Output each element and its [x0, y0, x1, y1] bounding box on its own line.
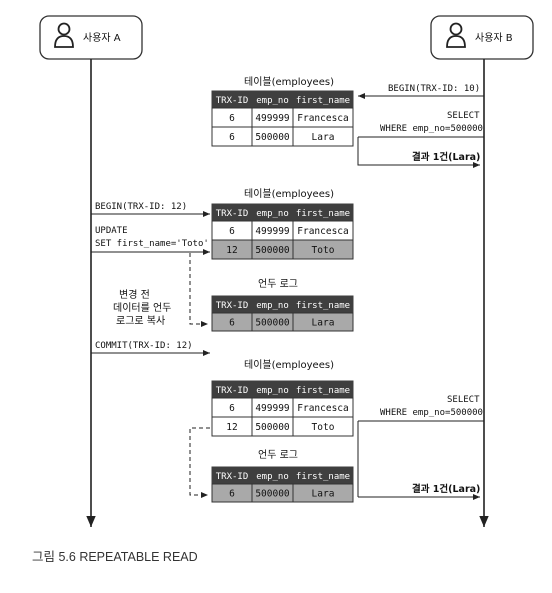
cell-value: Lara [312, 489, 335, 500]
table-cell [292, 239, 354, 260]
cell-value: 500000 [255, 489, 290, 500]
column-header: TRX-ID [216, 96, 249, 106]
column-header: emp_no [256, 472, 289, 482]
cell-value: 500000 [255, 245, 290, 256]
table-cell [292, 312, 354, 332]
table-employees-2: TRX-ID emp_no first_name 6 499999 Francesca 12… [211, 203, 354, 260]
undo-note-line3: 로그로 복사 [116, 315, 165, 327]
table-title: 테이블(employees) [244, 188, 334, 200]
update-message-line1: UPDATE [95, 226, 128, 236]
column-header: TRX-ID [216, 301, 249, 311]
table-employees-1: TRX-ID emp_no first_name 6 499999 Francesca 6 5… [211, 90, 354, 147]
cell-value: 6 [229, 113, 235, 124]
column-header: TRX-ID [216, 209, 249, 219]
table-cell [292, 126, 354, 147]
cell-value: 6 [229, 489, 235, 500]
column-header: emp_no [256, 386, 289, 396]
cell-value: 6 [229, 403, 235, 414]
cell-value: Francesca [297, 113, 348, 124]
cell-value: 12 [226, 245, 237, 256]
undo-log-table-2: TRX-ID emp_no first_name 6 500000 Lara [211, 466, 354, 503]
undo-copy-arrow [189, 251, 210, 327]
result-label: 결과 1건(Lara) [412, 151, 480, 163]
cell-value: 6 [229, 318, 235, 329]
cell-value: Toto [312, 422, 335, 433]
actor-a: 사용자 A [39, 15, 143, 60]
column-header: emp_no [256, 209, 289, 219]
select-message-line2: WHERE emp_no=500000 [380, 124, 483, 134]
column-header: first_name [296, 386, 350, 396]
table-cell [292, 416, 354, 437]
select-message-line1: SELECT [447, 395, 480, 405]
cell-value: 6 [229, 226, 235, 237]
column-header: first_name [296, 209, 350, 219]
column-header: TRX-ID [216, 386, 249, 396]
cell-value: Francesca [297, 403, 348, 414]
cell-value: 500000 [255, 318, 290, 329]
user-icon [446, 22, 466, 48]
cell-value: 499999 [255, 403, 290, 414]
column-header: TRX-ID [216, 472, 249, 482]
column-header: emp_no [256, 96, 289, 106]
undo-note-line1: 변경 전 [119, 288, 150, 301]
undo-log-title: 언두 로그 [258, 278, 298, 290]
begin-message-a: BEGIN(TRX-ID: 12) [95, 202, 187, 212]
commit-message-a: COMMIT(TRX-ID: 12) [95, 341, 193, 351]
actor-b-label: 사용자 B [475, 32, 513, 44]
column-header: emp_no [256, 301, 289, 311]
column-header: first_name [296, 472, 350, 482]
table-title: 테이블(employees) [244, 359, 334, 371]
cell-value: 499999 [255, 226, 290, 237]
select-message-line2: WHERE emp_no=500000 [380, 408, 483, 418]
cell-value: Lara [312, 132, 335, 143]
update-message-line2: SET first_name='Toto' [95, 239, 209, 249]
undo-pointer-arrow [189, 427, 210, 498]
cell-value: 500000 [255, 132, 290, 143]
actor-b: 사용자 B [430, 15, 534, 60]
table-employees-3: TRX-ID emp_no first_name 6 499999 Francesca 12… [211, 380, 354, 437]
column-header: first_name [296, 301, 350, 311]
table-title: 테이블(employees) [244, 76, 334, 88]
column-header: first_name [296, 96, 350, 106]
undo-note-line2: 데이터를 언두 [113, 302, 171, 314]
cell-value: 12 [226, 422, 237, 433]
actor-a-label: 사용자 A [83, 32, 121, 44]
undo-log-title: 언두 로그 [258, 449, 298, 461]
result-label: 결과 1건(Lara) [412, 483, 480, 495]
figure-caption: 그림 5.6 REPEATABLE READ [32, 550, 198, 564]
cell-value: 499999 [255, 113, 290, 124]
cell-value: 6 [229, 132, 235, 143]
cell-value: Toto [312, 245, 335, 256]
select-message-line1: SELECT [447, 111, 480, 121]
cell-value: 500000 [255, 422, 290, 433]
undo-log-table-1: TRX-ID emp_no first_name 6 500000 Lara [211, 295, 354, 332]
table-cell [292, 483, 354, 503]
cell-value: Francesca [297, 226, 348, 237]
user-icon [54, 22, 74, 48]
begin-message-b: BEGIN(TRX-ID: 10) [388, 84, 480, 94]
result-arrow-b [357, 137, 480, 168]
cell-value: Lara [312, 318, 335, 329]
